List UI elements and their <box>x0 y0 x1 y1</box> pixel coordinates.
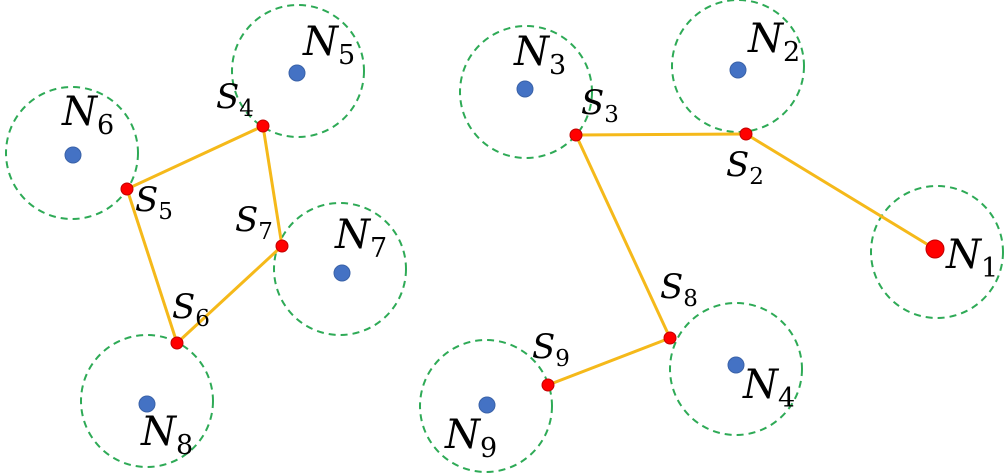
relay-dot-s7 <box>275 239 289 253</box>
relay-dot-s3 <box>569 128 583 142</box>
node-dot-n2 <box>729 61 747 79</box>
link-s5-s6 <box>125 188 179 344</box>
relay-dot-s2 <box>739 127 753 141</box>
relay-label-s3: S3 <box>581 83 619 128</box>
node-dot-n8 <box>138 395 156 413</box>
coverage-circle-n5 <box>231 4 365 138</box>
node-label-n7: N7 <box>334 212 387 264</box>
node-dot-n6 <box>64 146 82 164</box>
node-label-n3: N3 <box>513 29 566 81</box>
node-dot-n1 <box>925 239 945 259</box>
node-dot-n7 <box>333 264 351 282</box>
node-dot-n9 <box>478 396 496 414</box>
link-s3-s8 <box>574 134 672 339</box>
relay-label-s9: S9 <box>532 327 570 372</box>
relay-dot-s5 <box>120 182 134 196</box>
relay-label-s4: S4 <box>216 77 254 122</box>
coverage-circle-n1 <box>870 185 1004 319</box>
coverage-circle-n4 <box>669 302 803 436</box>
relay-dot-s6 <box>170 336 184 350</box>
relay-label-s8: S8 <box>660 267 698 312</box>
coverage-circle-n8 <box>80 334 214 468</box>
link-s8-s9 <box>547 336 671 387</box>
link-s4-s5 <box>126 124 264 191</box>
relay-label-s2: S2 <box>726 145 764 190</box>
link-n1-s2 <box>745 132 936 251</box>
coverage-circle-n6 <box>5 86 139 220</box>
relay-label-s6: S6 <box>172 287 210 332</box>
node-label-n6: N6 <box>61 89 114 141</box>
relay-dot-s8 <box>663 331 677 345</box>
link-s2-s3 <box>575 132 747 137</box>
node-label-n1: N1 <box>945 232 998 284</box>
node-label-n8: N8 <box>140 409 193 461</box>
relay-label-s7: S7 <box>235 200 273 245</box>
node-dot-n3 <box>516 80 534 98</box>
coverage-circle-n3 <box>459 25 593 159</box>
points <box>64 61 945 414</box>
node-dot-n5 <box>288 64 306 82</box>
node-label-n4: N4 <box>742 362 795 414</box>
coverage-circle-n2 <box>671 0 805 133</box>
coverage-circles <box>5 0 1004 473</box>
relay-label-s5: S5 <box>135 180 173 225</box>
coverage-circle-n7 <box>273 202 407 336</box>
node-dot-n4 <box>727 356 745 374</box>
relay-dot-s9 <box>541 378 555 392</box>
coverage-circle-n9 <box>419 339 553 473</box>
node-label-n5: N5 <box>302 19 355 71</box>
relay-dot-s4 <box>256 119 270 133</box>
node-label-n2: N2 <box>747 16 800 68</box>
node-label-n9: N9 <box>444 412 497 464</box>
relay-links <box>125 124 936 387</box>
link-s7-s4 <box>261 125 284 247</box>
link-s6-s7 <box>175 244 284 345</box>
